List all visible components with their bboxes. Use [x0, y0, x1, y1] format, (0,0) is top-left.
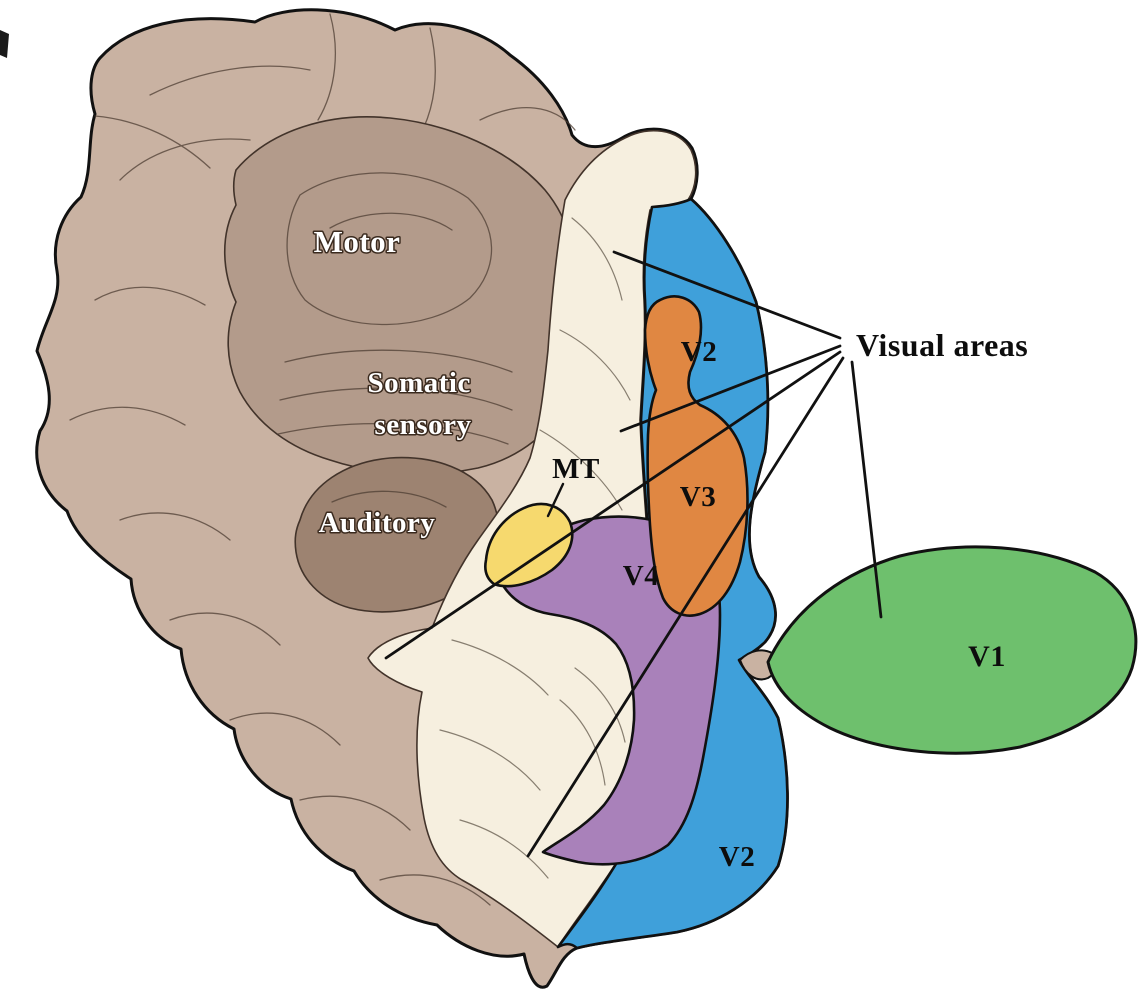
v1-label: V1: [968, 640, 1006, 673]
v3-region: [643, 295, 749, 617]
v1-region: [766, 545, 1138, 755]
mt-pointer-line: [546, 482, 565, 518]
motor-label: Motor: [314, 224, 401, 259]
mt-region: [483, 502, 574, 588]
somatic-label-line1: Somatic: [367, 367, 470, 399]
v4-label: V4: [623, 560, 659, 592]
somatic-sensory-label: Somatic sensory: [367, 367, 478, 441]
leader-line-v1: [850, 360, 883, 619]
leader-line-v3: [619, 344, 842, 433]
leader-line-mt-area: [384, 350, 842, 660]
somatic-label-line2: sensory: [375, 409, 472, 441]
visual-areas-label: Visual areas: [856, 327, 1028, 363]
gyri-lines-cream: [439, 217, 631, 879]
motor-somatic-region: [223, 116, 583, 475]
gyri-line-auditory: [331, 490, 447, 508]
leader-line-v2-bottom: [526, 356, 845, 858]
mt-label: MT: [552, 453, 600, 485]
cropped-edge-mark: [0, 30, 9, 58]
v3-label: V3: [680, 481, 716, 513]
v2-top-label: V2: [681, 336, 717, 368]
auditory-label: Auditory: [319, 507, 436, 539]
gyri-lines-motor: [277, 172, 513, 445]
gyri-lines-tan: [69, 13, 576, 906]
leader-line-v2-top: [612, 250, 842, 340]
v2-bottom-label: V2: [719, 841, 755, 873]
leader-lines: [384, 250, 883, 858]
